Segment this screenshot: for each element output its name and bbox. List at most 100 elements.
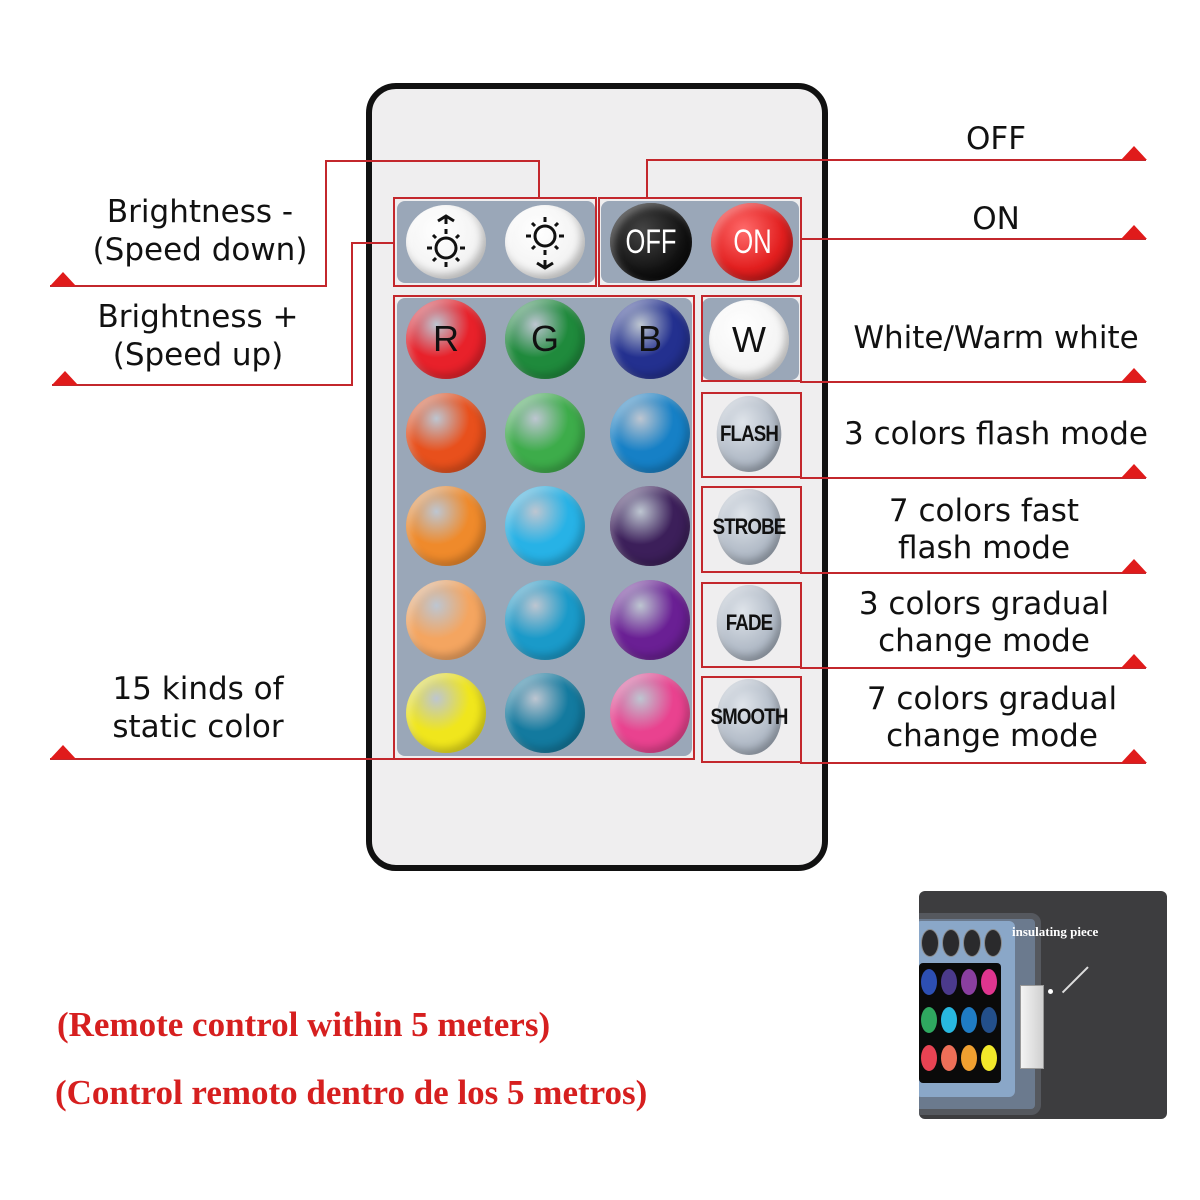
- color-button-label: R: [433, 318, 459, 359]
- label-line: 7 colors fast: [888, 493, 1080, 529]
- label-line: flash mode: [897, 530, 1071, 566]
- callout-pointer-line: [1061, 966, 1089, 994]
- color-button[interactable]: B: [610, 299, 690, 379]
- label-line: Brightness +: [97, 299, 299, 335]
- smooth-outline: [701, 676, 802, 763]
- color-button[interactable]: [406, 393, 486, 473]
- brightness-minus-button[interactable]: [406, 205, 486, 279]
- off-button-label: OFF: [625, 222, 677, 261]
- color-button-label: G: [530, 318, 559, 359]
- label-brightness-plus: Brightness + (Speed up): [68, 298, 328, 374]
- label-line: change mode: [886, 718, 1098, 754]
- color-button[interactable]: [505, 393, 585, 473]
- label-line: ON: [972, 201, 1020, 237]
- brightness-outline: [393, 197, 597, 287]
- leader-segment: [52, 384, 353, 386]
- color-button[interactable]: [505, 486, 585, 566]
- leader-segment: [351, 242, 353, 385]
- color-button[interactable]: [610, 580, 690, 660]
- flash-button[interactable]: FLASH: [716, 396, 782, 472]
- label-line: 15 kinds of: [112, 671, 284, 707]
- fade-outline: [701, 582, 802, 668]
- color-button[interactable]: [610, 673, 690, 753]
- on-button[interactable]: ON: [711, 203, 793, 281]
- color-button[interactable]: [406, 486, 486, 566]
- smooth-button[interactable]: SMOOTH: [711, 679, 788, 755]
- footer-english: (Remote control within 5 meters): [57, 1005, 551, 1044]
- insulating-piece-photo: insulating piece: [919, 891, 1167, 1119]
- leader-white: [800, 381, 1146, 383]
- leader-fade: [800, 667, 1146, 669]
- label-line: OFF: [965, 121, 1027, 157]
- color-button[interactable]: [610, 393, 690, 473]
- on-button-label: ON: [732, 222, 772, 261]
- mini-color-grid: [919, 963, 1001, 1083]
- fade-button[interactable]: FADE: [716, 585, 782, 661]
- pointer-triangle-icon: [1121, 368, 1147, 382]
- leader-segment: [325, 160, 540, 162]
- label-line: 7 colors gradual: [866, 681, 1118, 717]
- label-line: 3 colors flash mode: [844, 416, 1149, 452]
- pointer-triangle-icon: [1121, 559, 1147, 573]
- label-line: change mode: [878, 623, 1090, 659]
- leader-segment: [50, 285, 327, 287]
- flash-outline: [701, 392, 802, 478]
- brightness-plus-button[interactable]: [505, 205, 585, 279]
- pointer-triangle-icon: [1121, 146, 1147, 160]
- label-line: Brightness -: [106, 194, 294, 230]
- pointer-triangle-icon: [1121, 654, 1147, 668]
- pointer-triangle-icon: [50, 272, 76, 286]
- pointer-triangle-icon: [50, 745, 76, 759]
- color-button[interactable]: [610, 486, 690, 566]
- label-strobe: 7 colors fast flash mode: [834, 493, 1134, 567]
- color-button[interactable]: [505, 673, 585, 753]
- white-button[interactable]: W: [709, 300, 789, 380]
- label-white: White/Warm white: [844, 319, 1148, 357]
- label-line: (Speed down): [92, 232, 308, 268]
- leader-flash: [800, 477, 1146, 479]
- flash-button-label: FLASH: [719, 421, 779, 446]
- insulating-piece-tab: [1020, 985, 1044, 1069]
- label-flash: 3 colors flash mode: [844, 415, 1148, 453]
- color-button[interactable]: [406, 580, 486, 660]
- label-static-color: 15 kinds of static color: [68, 670, 328, 746]
- pointer-triangle-icon: [1121, 225, 1147, 239]
- sun-arrow-up-icon: [427, 214, 465, 267]
- pointer-triangle-icon: [52, 371, 78, 385]
- label-line: 3 colors gradual: [858, 586, 1110, 622]
- color-button[interactable]: [505, 580, 585, 660]
- leader-segment: [325, 160, 327, 286]
- sun-arrow-down-icon: [526, 217, 564, 270]
- color-button-label: B: [637, 318, 662, 359]
- color-button[interactable]: [406, 673, 486, 753]
- color-outline: [393, 295, 695, 760]
- strobe-outline: [701, 486, 802, 573]
- color-button[interactable]: R: [406, 299, 486, 379]
- leader-smooth: [800, 762, 1146, 764]
- callout-dot: [1048, 989, 1053, 994]
- white-outline: [701, 295, 802, 382]
- label-line: White/Warm white: [853, 320, 1139, 356]
- leader-brightness-minus: [538, 160, 540, 198]
- leader-segment: [646, 159, 1146, 161]
- leader-off: [646, 159, 648, 199]
- label-on: ON: [846, 200, 1146, 238]
- footer-spanish: (Control remoto dentro de los 5 metros): [55, 1073, 648, 1112]
- leader-static-color: [50, 758, 395, 760]
- label-brightness-minus: Brightness - (Speed down): [70, 193, 330, 269]
- smooth-button-label: SMOOTH: [710, 704, 789, 729]
- color-button[interactable]: G: [505, 299, 585, 379]
- pointer-triangle-icon: [1121, 464, 1147, 478]
- label-smooth: 7 colors gradual change mode: [842, 681, 1142, 755]
- label-line: static color: [112, 709, 284, 745]
- fade-button-label: FADE: [725, 610, 773, 635]
- pointer-triangle-icon: [1121, 749, 1147, 763]
- leader-on: [800, 238, 1146, 240]
- off-button[interactable]: OFF: [610, 203, 692, 281]
- strobe-button-label: STROBE: [712, 514, 787, 539]
- label-off: OFF: [846, 120, 1146, 158]
- power-outline: [598, 197, 802, 287]
- label-fade: 3 colors gradual change mode: [834, 586, 1134, 660]
- white-button-label: W: [732, 319, 766, 360]
- strobe-button[interactable]: STROBE: [713, 489, 786, 565]
